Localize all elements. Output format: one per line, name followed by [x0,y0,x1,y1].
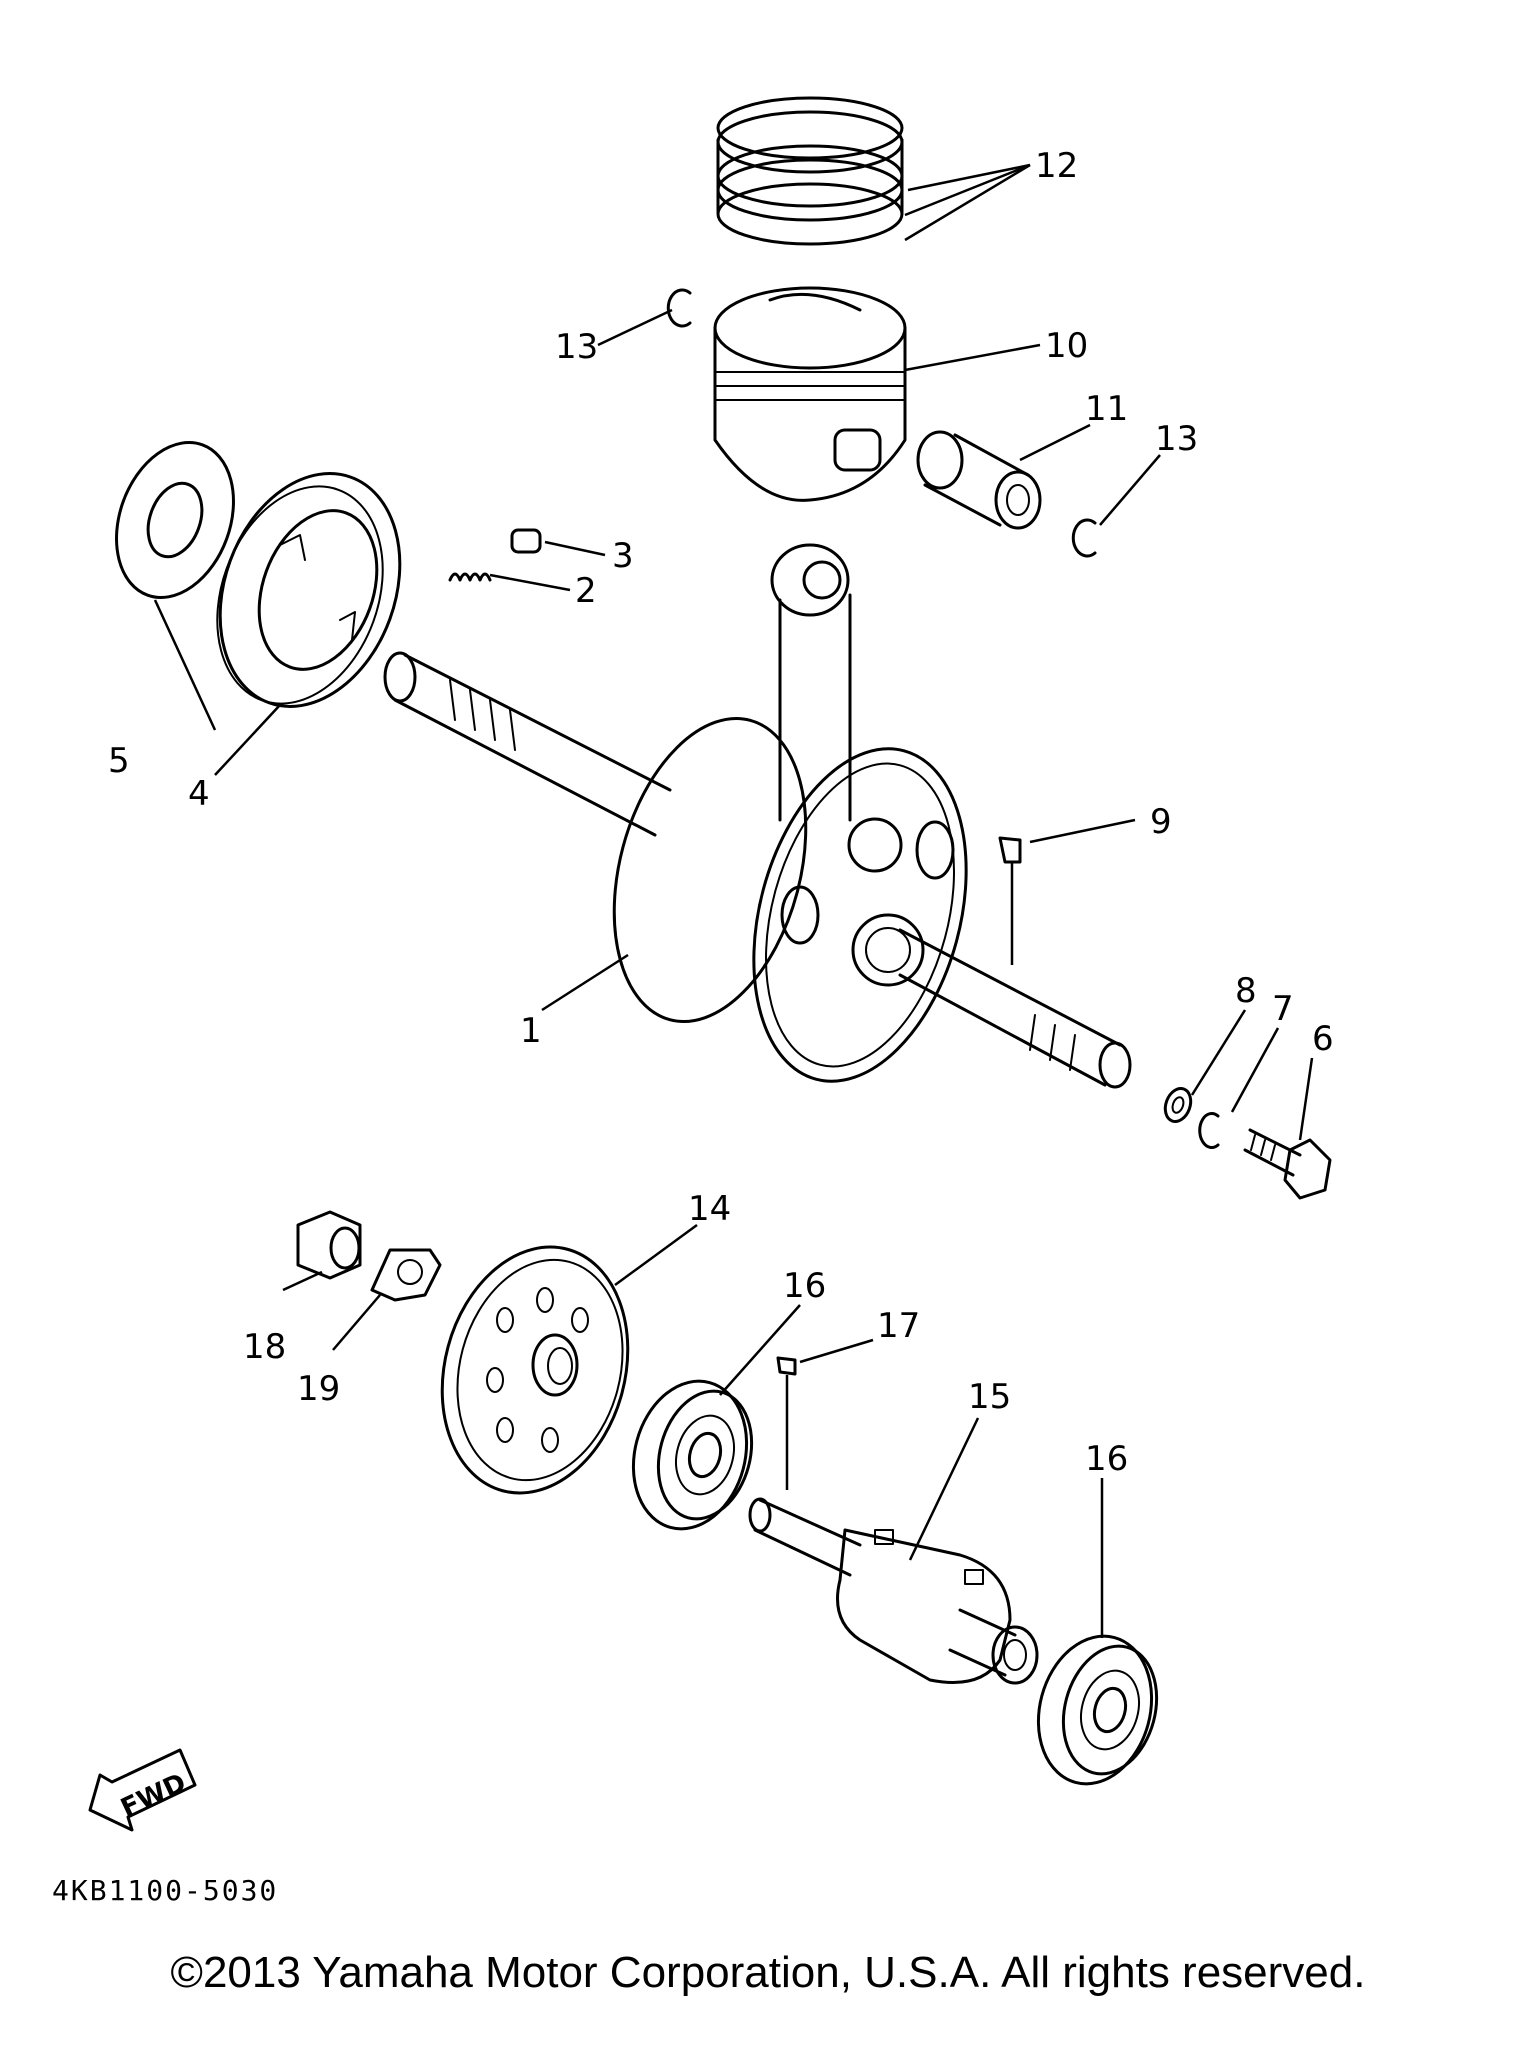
part-piston-pin [916,430,1042,530]
part-lock-washer-7 [1198,1112,1220,1149]
copyright-notice: ©2013 Yamaha Motor Corporation, U.S.A. A… [170,1948,1366,1997]
part-bearing-16-left [631,1379,754,1531]
callout-11: 12 [1035,146,1078,186]
callout-2: 2 [575,571,597,611]
part-spring-2 [448,572,492,582]
callout-10: 10 [1045,326,1088,366]
part-bolt-6 [1243,1128,1332,1200]
callout-13-right: 13 [1155,419,1198,459]
callout-14: 14 [688,1189,731,1229]
part-gear-4 [216,472,402,708]
part-nut-18 [296,1210,362,1280]
diagram-code: 4KB1100-5030 [52,1874,278,1907]
callout-17: 17 [877,1306,920,1346]
callout-19: 19 [297,1369,340,1409]
callout-numbers: 12 10 11 13 13 3 2 5 4 1 9 8 7 6 14 16 1… [108,146,1334,1479]
part-circlip-right [1071,518,1097,558]
callout-4: 4 [188,774,210,814]
callout-5: 5 [108,741,130,781]
part-piston [713,286,907,502]
part-crankshaft [383,543,1132,1089]
part-washer-5 [115,441,235,599]
part-lock-washer-19 [370,1248,442,1302]
callout-3: 3 [612,536,634,576]
leader-lines [153,163,1314,1638]
part-key-17 [776,1356,797,1376]
part-washer-8 [1163,1087,1193,1123]
callout-18: 18 [243,1327,286,1367]
callout-6: 6 [1312,1019,1334,1059]
part-balancer-shaft [748,1497,1039,1685]
callout-1: 1 [520,1011,542,1051]
callout-16-right: 16 [1085,1439,1128,1479]
callout-9: 9 [1150,802,1172,842]
part-piston-rings [716,96,904,246]
part-key-9 [998,836,1022,864]
callout-15: 15 [968,1377,1011,1417]
part-pin-3 [510,528,542,554]
part-circlip-left [666,288,692,328]
part-gear-14 [440,1245,630,1495]
callout-7: 7 [1272,989,1294,1029]
callout-8: 8 [1235,971,1257,1011]
fwd-arrow: FWD [88,1748,197,1832]
part-bearing-16-right [1036,1634,1159,1786]
callout-16-left: 16 [783,1266,826,1306]
callout-13-left: 13 [555,327,598,367]
callout-12: 11 [1085,389,1128,429]
